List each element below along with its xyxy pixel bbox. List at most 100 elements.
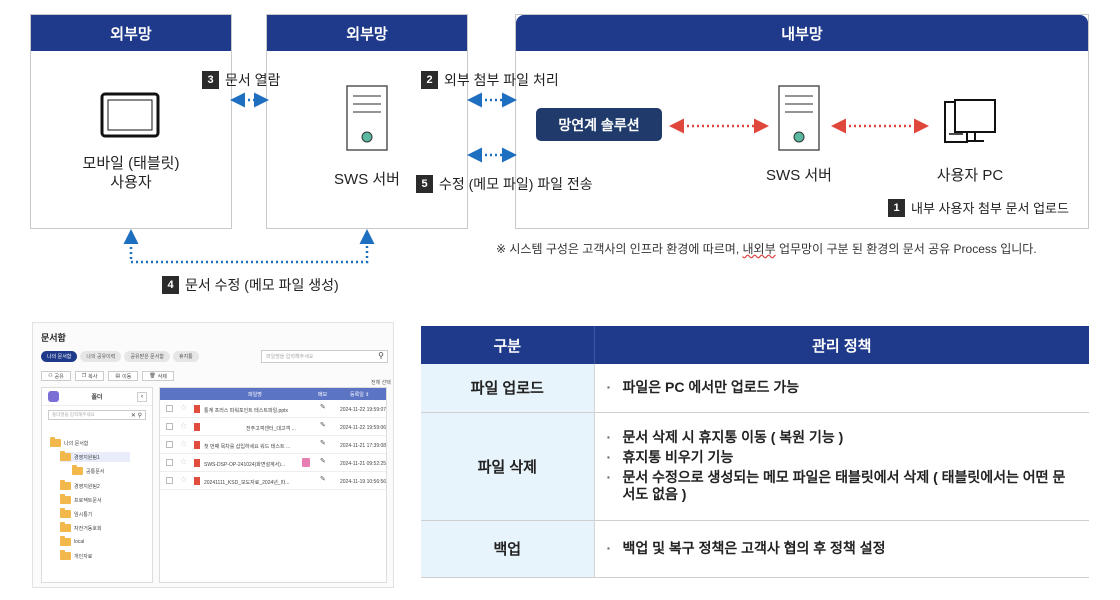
list-item: ·백업 및 복구 정책은 고객사 협의 후 정책 설정 — [606, 540, 886, 556]
file-icon — [194, 441, 200, 449]
tree-item[interactable]: 자전거동호회 — [60, 522, 102, 533]
row-checkbox[interactable] — [166, 405, 173, 412]
tree-label: 자전거동호회 — [74, 525, 102, 532]
copy-label: 복사 — [88, 373, 98, 380]
star-icon[interactable]: ☆ — [180, 439, 188, 448]
edit-icon[interactable]: ✎ — [320, 458, 326, 465]
move-button[interactable]: ▤이동 — [108, 371, 139, 381]
edit-icon[interactable]: ✎ — [320, 422, 326, 429]
external-zone-sws: 외부망 — [266, 14, 468, 229]
folder-icon — [60, 550, 71, 560]
folder-search-placeholder: 폴더명을 입력해주세요 — [52, 412, 95, 417]
star-icon[interactable]: ☆ — [180, 403, 188, 412]
share-button[interactable]: ⚇공유 — [41, 371, 71, 381]
file-search-input[interactable]: 파일명을 입력해주세요 ⚲ — [261, 350, 388, 363]
step-number: 3 — [202, 71, 219, 89]
row-filename[interactable]: SWS-DSP-OP-241024(화면설계서)... — [204, 462, 286, 468]
tree-item-root[interactable]: 나의 문서함 — [50, 437, 88, 448]
folder-icon — [60, 451, 71, 461]
step-badge-1: 1 내부 사용자 첨부 문서 업로드 — [888, 198, 1069, 217]
step-number: 4 — [162, 276, 179, 294]
folder-header-label: 폴더 — [91, 395, 103, 401]
folder-panel-header: 폴더 ‹ — [42, 388, 152, 406]
table-row[interactable]: ☆ SWS-DSP-OP-241024(화면설계서)... ✎ 2024-11-… — [160, 455, 386, 472]
tree-label: 경영지원팀2 — [74, 483, 100, 490]
tab-trash[interactable]: 휴지통 — [172, 351, 199, 362]
edit-icon[interactable]: ✎ — [320, 404, 326, 411]
row-filename[interactable]: 20241111_KSD_보도자료_2024년_따... — [204, 480, 290, 486]
share-label: 공유 — [54, 373, 64, 380]
star-icon[interactable]: ☆ — [180, 457, 188, 466]
row-filename[interactable]: 통계 프러스 파워포인트 테스트파일.pptx — [204, 408, 289, 414]
policy-category: 파일 삭제 — [421, 412, 595, 521]
table-row: 파일 삭제 ·문서 삭제 시 휴지통 이동 ( 복원 기능 ) ·휴지통 비우기… — [421, 412, 1089, 521]
step-label: 문서 열람 — [225, 72, 281, 88]
folder-icon — [72, 465, 83, 475]
col-date[interactable]: 등록일 ⇕ — [350, 392, 370, 398]
desktop-pc-icon — [944, 99, 996, 143]
move-icon: ▤ — [115, 373, 121, 379]
tree-item[interactable]: 경영지원팀2 — [60, 480, 100, 491]
tree-item[interactable]: 개인자료 — [60, 550, 93, 561]
step-number: 5 — [416, 175, 433, 193]
edit-icon[interactable]: ✎ — [320, 476, 326, 483]
select-all-link[interactable]: 전체 선택 — [371, 380, 391, 386]
memo-icon[interactable] — [302, 458, 310, 467]
row-checkbox[interactable] — [166, 423, 173, 430]
step-label: 문서 수정 (메모 파일 생성) — [185, 277, 339, 293]
row-filename[interactable]: 첫 번째 목차를 삽입하세요 워드 테스트 ... — [204, 444, 291, 450]
tree-item[interactable]: 프로젝트문서 — [60, 494, 102, 505]
col-memo[interactable]: 메모 — [318, 392, 328, 398]
file-table-header: 파일명 메모 등록일 ⇕ — [160, 388, 386, 400]
search-icon[interactable]: ⚲ — [378, 351, 384, 360]
file-table: 파일명 메모 등록일 ⇕ ☆ 통계 프러스 파워포인트 테스트파일.pptx ✎… — [159, 387, 387, 583]
zone-title-internal: 내부망 — [516, 15, 1088, 51]
document-box-screenshot: 문서함 나의 문서함 나의 공유이력 공유받은 문서함 휴지통 파일명을 입력해… — [32, 322, 394, 588]
policy-items: ·문서 삭제 시 휴지통 이동 ( 복원 기능 ) ·휴지통 비우기 기능 ·문… — [594, 412, 1089, 521]
tree-label: 임시통기 — [74, 511, 93, 518]
note-suffix: 업무망이 구분 된 환경의 문서 공유 Process 입니다. — [775, 242, 1037, 256]
row-filename[interactable]: 전주고객센터_대고객 ... — [246, 426, 296, 432]
tab-shared-with-me[interactable]: 공유받은 문서함 — [124, 351, 170, 362]
table-row[interactable]: ☆ 20241111_KSD_보도자료_2024년_따... ✎ 2024-11… — [160, 473, 386, 490]
tablet-icon — [100, 92, 160, 138]
star-icon[interactable]: ☆ — [180, 421, 188, 430]
tree-item[interactable]: 공통문서 — [72, 465, 104, 476]
star-icon[interactable]: ☆ — [180, 475, 188, 484]
tree-item-selected[interactable]: 경영지원팀1 — [60, 451, 130, 462]
system-note: ※ 시스템 구성은 고객사의 인프라 환경에 따르며, 내외부 업무망이 구분 … — [496, 240, 1037, 257]
tree-item[interactable]: local — [60, 536, 84, 547]
edit-icon[interactable]: ✎ — [320, 440, 326, 447]
server-icon-external — [346, 85, 388, 151]
table-row[interactable]: ☆ 통계 프러스 파워포인트 테스트파일.pptx ✎ 2024-11-22 1… — [160, 401, 386, 418]
policy-header-policy: 관리 정책 — [594, 326, 1089, 364]
server-icon-internal — [778, 85, 820, 151]
tree-label: 경영지원팀1 — [74, 454, 100, 461]
tree-label: 개인자료 — [74, 553, 93, 560]
policy-text: 문서 수정으로 생성되는 메모 파일은 태블릿에서 삭제 ( 태블릿에서는 어떤… — [622, 469, 1066, 502]
tab-share-history[interactable]: 나의 공유이력 — [80, 351, 122, 362]
folder-icon — [60, 480, 71, 490]
row-checkbox[interactable] — [166, 441, 173, 448]
toolbar: ⚇공유 ❐복사 ▤이동 🗑삭제 — [41, 371, 174, 381]
table-row[interactable]: ☆ 전주고객센터_대고객 ... ✎ 2024-11-22 19:59:06 — [160, 419, 386, 436]
step-badge-2: 2 외부 첨부 파일 처리 — [421, 70, 559, 90]
table-row[interactable]: ☆ 첫 번째 목차를 삽입하세요 워드 테스트 ... ✎ 2024-11-21… — [160, 437, 386, 454]
col-filename[interactable]: 파일명 — [248, 392, 262, 398]
tree-item[interactable]: 임시통기 — [60, 508, 93, 519]
row-checkbox[interactable] — [166, 477, 173, 484]
diagram-graphics — [100, 85, 996, 264]
search-placeholder: 파일명을 입력해주세요 — [266, 354, 314, 360]
folder-icon — [60, 522, 71, 532]
document-box-tabs: 나의 문서함 나의 공유이력 공유받은 문서함 휴지통 — [41, 351, 199, 362]
row-checkbox[interactable] — [166, 459, 173, 466]
copy-button[interactable]: ❐복사 — [74, 371, 105, 381]
step-number: 2 — [421, 71, 438, 89]
tree-label: 프로젝트문서 — [74, 497, 102, 504]
delete-button[interactable]: 🗑삭제 — [142, 371, 174, 381]
collapse-icon[interactable]: ‹ — [137, 392, 147, 402]
list-item: ·휴지통 비우기 기능 — [606, 449, 734, 465]
folder-search-input[interactable]: 폴더명을 입력해주세요 ✕ ⚲ — [48, 410, 146, 420]
clear-search-icon[interactable]: ✕ ⚲ — [130, 412, 142, 419]
tab-my-documents[interactable]: 나의 문서함 — [41, 351, 78, 362]
